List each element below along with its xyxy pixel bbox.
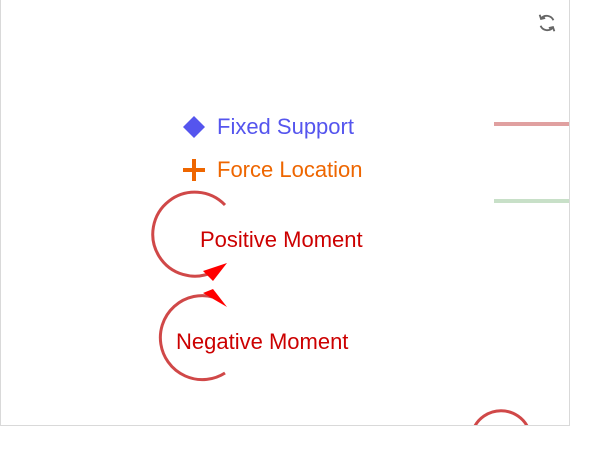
force-location-label: Force Location <box>217 157 363 182</box>
decorative-red-bar <box>494 122 569 126</box>
clockwise-arc-arrow-icon <box>158 289 227 382</box>
refresh-button[interactable] <box>534 10 560 36</box>
fixed-support-label: Fixed Support <box>217 114 354 139</box>
diagram-canvas: Fixed Support Force Location Positive Mo… <box>0 0 570 426</box>
positive-moment-label: Positive Moment <box>200 227 363 252</box>
counterclockwise-arc-arrow-icon <box>151 190 227 281</box>
plus-icon <box>183 159 205 181</box>
diamond-icon <box>183 116 205 138</box>
decorative-green-bar <box>494 199 569 203</box>
partial-arc-icon <box>473 409 529 425</box>
negative-moment-label: Negative Moment <box>176 329 349 354</box>
refresh-icon <box>538 14 556 32</box>
